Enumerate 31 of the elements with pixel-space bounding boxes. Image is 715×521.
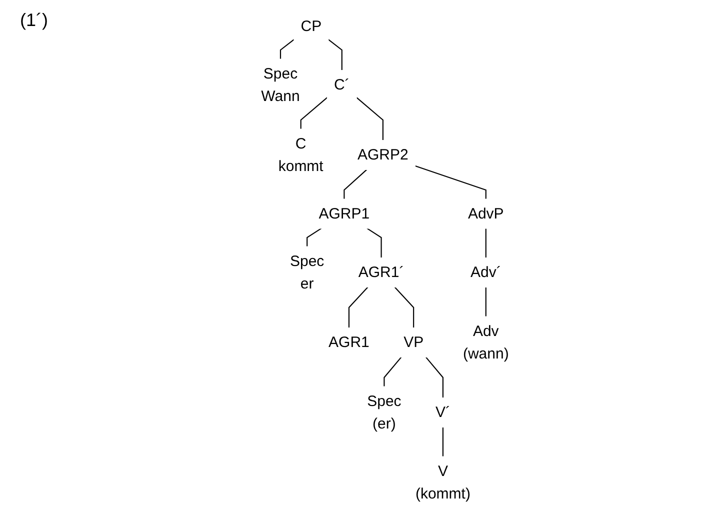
example-number: (1´) xyxy=(20,10,48,31)
connector xyxy=(280,39,294,60)
node-text: AGRP1 xyxy=(318,205,370,222)
connector xyxy=(394,286,414,328)
node-text: C´ xyxy=(334,76,350,93)
connector xyxy=(485,228,486,258)
connector xyxy=(384,356,402,387)
connector xyxy=(442,427,444,457)
connector xyxy=(485,287,486,317)
node-text: AGR1 xyxy=(328,334,370,350)
connector xyxy=(348,286,368,328)
node-text: V´ xyxy=(435,404,450,420)
node-text: CP xyxy=(300,18,322,34)
connector xyxy=(356,97,384,140)
node-text: AdvP xyxy=(468,205,504,222)
node-text: Spec (er) xyxy=(367,392,402,432)
node-text: Spec er xyxy=(290,252,324,292)
node-text: V (kommt) xyxy=(415,462,470,502)
node-text: AGRP2 xyxy=(358,146,408,163)
connector xyxy=(425,356,444,398)
node-text: C kommt xyxy=(278,135,324,174)
node-text: AGR1´ xyxy=(358,264,404,280)
node-text: Adv´ xyxy=(470,264,502,280)
connector xyxy=(344,169,368,200)
connector xyxy=(306,228,322,247)
node-text: Spec Wann xyxy=(261,65,300,104)
node-text: Adv (wann) xyxy=(462,322,509,362)
connector xyxy=(300,97,328,130)
node-text: VP xyxy=(404,334,424,350)
connector xyxy=(328,39,342,70)
connector xyxy=(414,165,486,200)
